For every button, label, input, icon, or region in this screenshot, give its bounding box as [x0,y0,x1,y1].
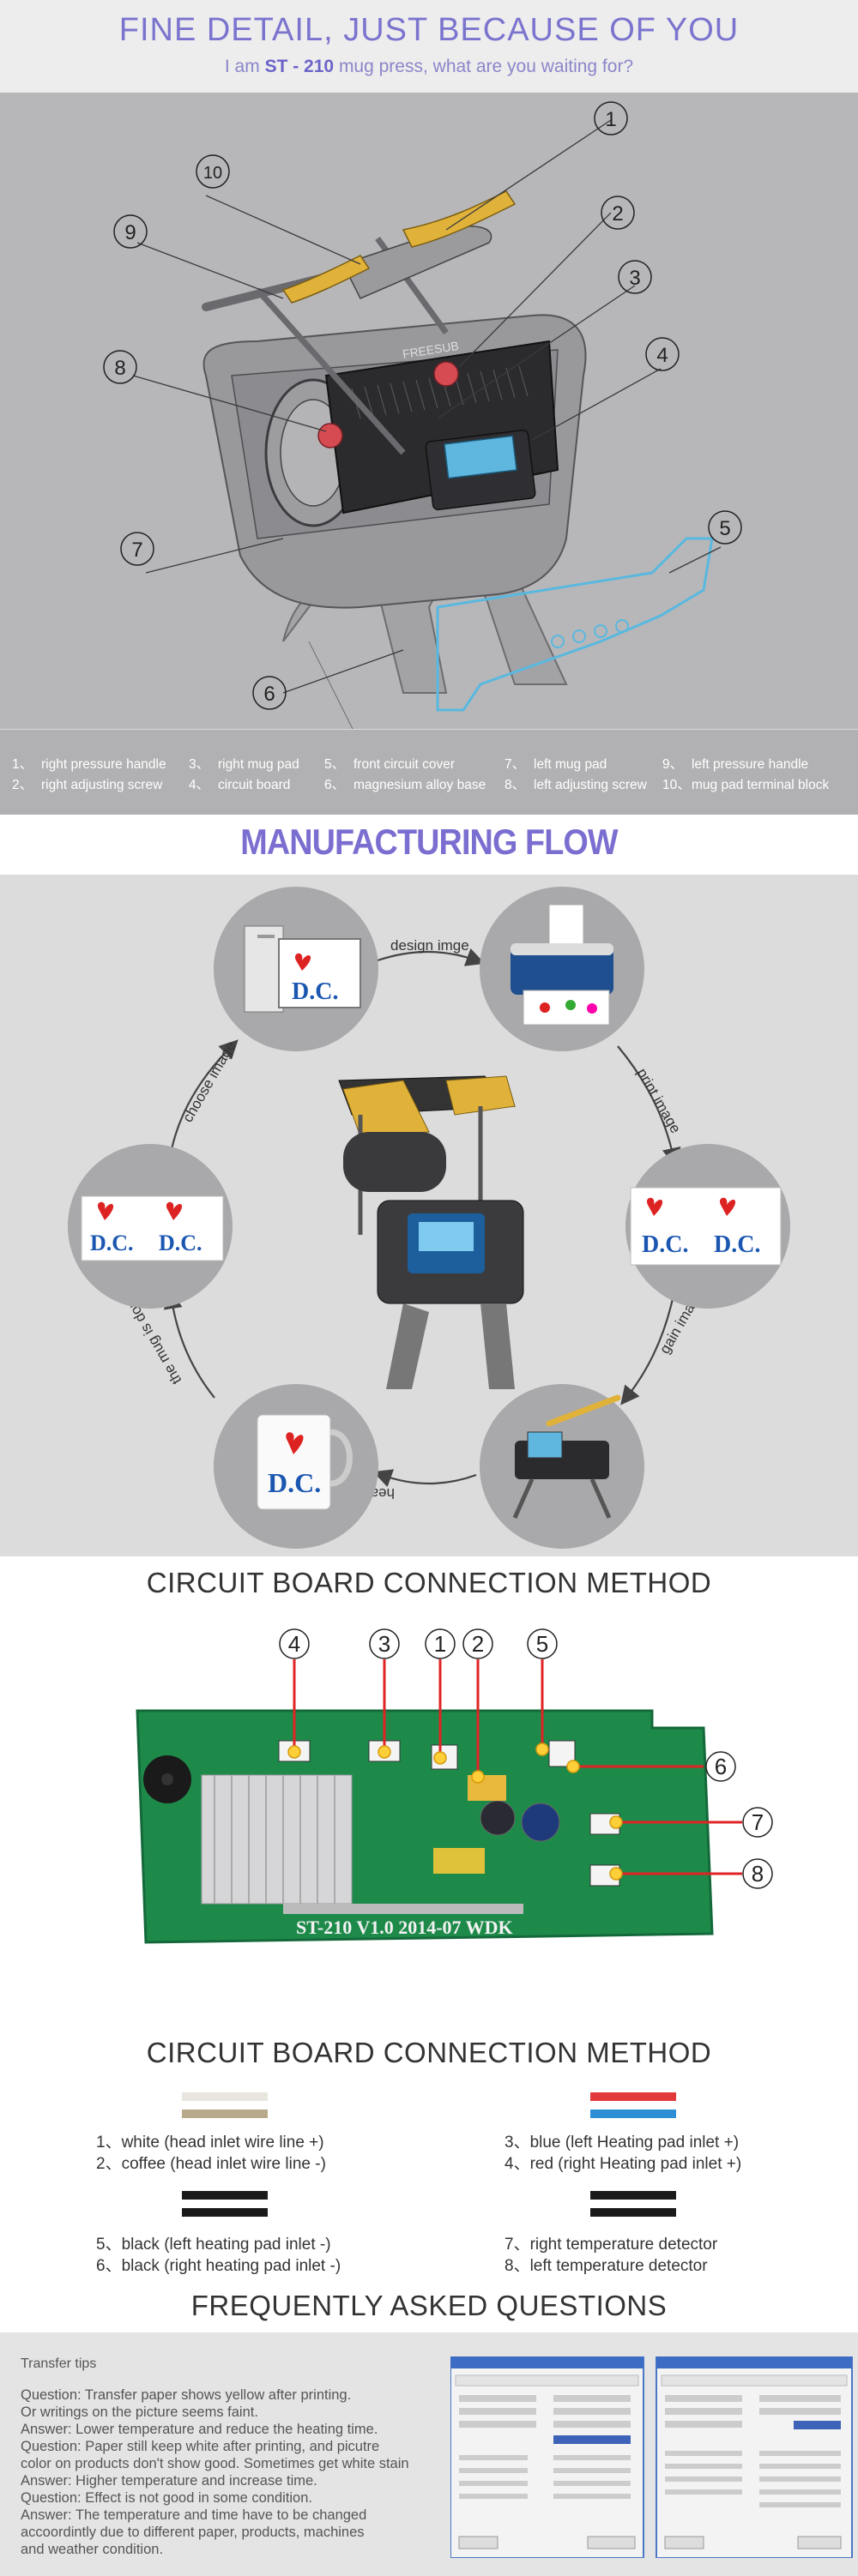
callout-6: 6 [263,683,275,706]
left-handle-grip [281,255,371,304]
lcd-display [444,435,517,479]
wire-4-label: 4、red (right Heating pad inlet +) [505,2155,742,2173]
faq-heading: FREQUENTLY ASKED QUESTIONS [190,2290,668,2321]
legend-item: 7、left mug pad [505,757,607,772]
printed-paper-image: D.C. D.C. [630,1187,782,1266]
wire-5-label: 5、black (left heating pad inlet -) [96,2236,331,2254]
flow-arrows [163,948,681,1488]
callout-4: 4 [656,344,668,367]
faq-line: Or writings on the picture seems faint. [21,2404,258,2420]
legend-item: 6、magnesium alloy base [324,778,486,792]
circuit-callout-8: 8 [752,1861,764,1887]
faq-section: Transfer tips Question: Transfer paper s… [0,2332,858,2576]
wire-swatch-blue [590,2110,676,2118]
svg-text:D.C.: D.C. [292,978,338,1005]
right-handle-grip [402,190,517,248]
faq-line: Answer: Lower temperature and reduce the… [21,2422,378,2437]
page-subtitle: I am ST - 210 mug press, what are you wa… [224,57,634,76]
circuit-section: CIRCUIT BOARD CONNECTION METHOD [0,1556,858,2414]
circuit-callout-1: 1 [434,1631,446,1657]
detail-header: FINE DETAIL, JUST BECAUSE OF YOU I am ST… [0,0,858,93]
callout-5: 5 [719,517,730,540]
wire-swatch-coffee [182,2110,268,2118]
exploded-diagram: FREESUB [0,93,858,745]
circuit-callout-5: 5 [536,1631,548,1657]
faq-line: and weather condition. [21,2542,164,2557]
front-circuit-cover [436,537,714,712]
wire-2-label: 2、coffee (head inlet wire line -) [96,2155,326,2173]
callout-markers: 1 2 3 4 5 6 7 8 9 10 [103,101,742,710]
circuit-heading: CIRCUIT BOARD CONNECTION METHOD [146,1567,712,1598]
wire-swatch-black-4 [590,2208,676,2217]
faq-title: Transfer tips [21,2356,97,2371]
faq-line: accoordintly due to different paper, pro… [21,2525,365,2540]
left-adjusting-screw [317,423,343,448]
step-print: print image [634,1066,685,1136]
legend-item: 1、right pressure handle [12,757,166,772]
wire-swatch-white [182,2092,268,2101]
faq-line: Answer: Higher temperature and increase … [21,2473,317,2489]
callout-3: 3 [629,267,640,290]
machine-illustration: FREESUB [103,101,742,745]
callout-10: 10 [203,164,222,183]
legend-item: 3、right mug pad [189,757,299,772]
legend-item: 8、left adjusting screw [505,778,647,792]
faq-line: Question: Transfer paper shows yellow af… [21,2387,352,2403]
legend-item: 2、right adjusting screw [12,778,163,792]
circuit-callout-6: 6 [715,1754,727,1779]
board-label: ST-210 V1.0 2014-07 WDK [296,1917,513,1938]
wire-8-label: 8、left temperature detector [505,2257,708,2275]
legend-item: 4、circuit board [189,778,291,792]
step-design: design imge [390,937,469,954]
mug-image: D.C. [257,1414,353,1510]
right-adjusting-screw [433,361,459,387]
svg-text:D.C.: D.C. [159,1231,202,1255]
faq-line: color on products don't show good. Somet… [21,2456,409,2471]
wire-6-label: 6、black (right heating pad inlet -) [96,2257,341,2275]
flow-title-band: MANUFACTURING FLOW [0,815,858,875]
parts-legend: 1、right pressure handle 2、right adjustin… [0,729,858,815]
legend-item: 9、left pressure handle [662,757,809,772]
svg-text:D.C.: D.C. [268,1467,321,1498]
callout-7: 7 [131,539,142,562]
legend-item: 5、front circuit cover [324,757,456,772]
callout-2: 2 [612,202,623,226]
circuit-callout-2: 2 [472,1631,484,1657]
wire-1-label: 1、white (head inlet wire line +) [96,2134,324,2152]
page-title: FINE DETAIL, JUST BECAUSE OF YOU [118,12,740,48]
svg-text:D.C.: D.C. [714,1231,760,1258]
heat-press-icon [512,1394,621,1520]
wire-3-label: 3、blue (left Heating pad inlet +) [505,2134,740,2152]
software-dialog-screenshots [450,2356,853,2558]
computer-icon: D.C. [244,925,361,1013]
circuit-callout-7: 7 [752,1809,764,1835]
callout-8: 8 [114,357,125,380]
step-choose: choose image [179,1038,239,1125]
svg-text:D.C.: D.C. [642,1231,688,1258]
faq-line: Question: Effect is not good in some con… [21,2490,312,2506]
callout-9: 9 [124,221,136,244]
wire-swatch-red [590,2092,676,2101]
wire-7-label: 7、right temperature detector [505,2236,718,2254]
wire-swatch-black-1 [182,2191,268,2200]
callout-1: 1 [605,108,616,131]
flow-illustration: design imge print image gain image heat … [68,887,790,1549]
circuit-callout-3: 3 [378,1631,390,1657]
manufacturing-flow: design imge print image gain image heat … [0,875,858,1556]
mug-press-machine [338,1075,524,1389]
printer-icon [511,904,613,1026]
chosen-image: D.C. D.C. [81,1195,224,1261]
faq-line: Question: Paper still keep white after p… [21,2439,380,2454]
wire-swatch-black-3 [590,2191,676,2200]
svg-text:D.C.: D.C. [90,1231,134,1255]
faq-line: Answer: The temperature and time have to… [21,2507,367,2523]
wire-swatch-black-2 [182,2208,268,2217]
wires-heading: CIRCUIT BOARD CONNECTION METHOD [146,2037,712,2068]
model-name: ST - 210 [264,57,335,76]
legend-item: 10、mug pad terminal block [662,778,830,792]
circuit-board-diagram: ST-210 V1.0 2014-07 WDK 4 3 1 2 5 6 7 [136,1628,773,1944]
flow-title: MANUFACTURING FLOW [240,822,618,862]
circuit-callout-4: 4 [288,1631,300,1657]
